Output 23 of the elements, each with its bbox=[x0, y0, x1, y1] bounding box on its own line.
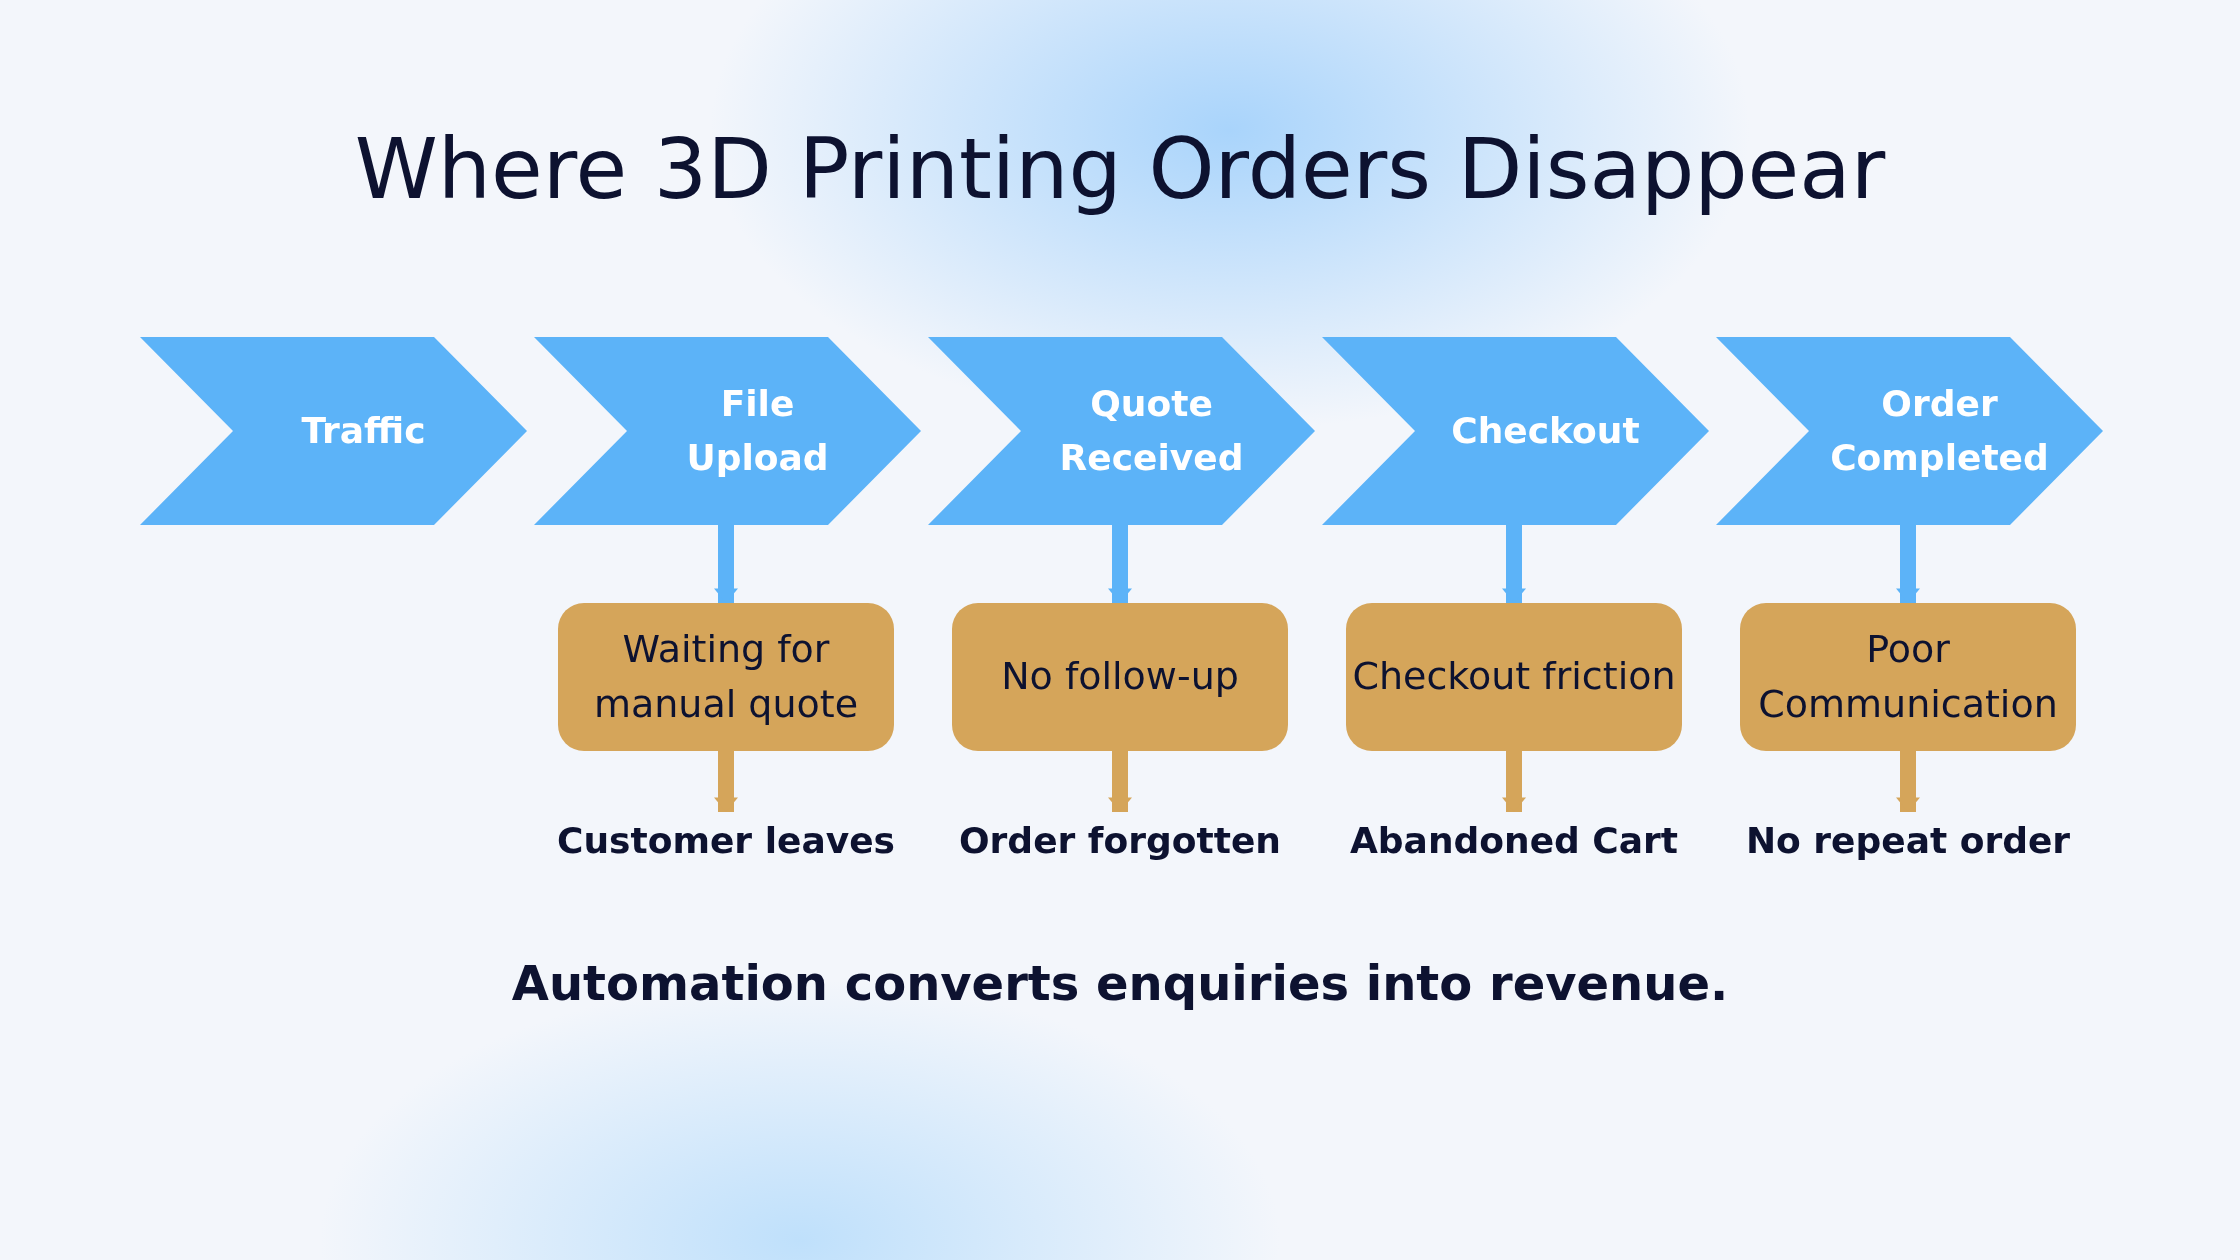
problem-box: Poor Communication bbox=[1740, 603, 2076, 751]
arrow bbox=[1502, 525, 1526, 603]
arrow bbox=[714, 751, 738, 812]
outcome-text: Abandoned Cart bbox=[1324, 812, 1704, 868]
chevron-step: Order Completed bbox=[1716, 337, 2103, 525]
problem-box: Waiting for manual quote bbox=[558, 603, 894, 751]
arrow bbox=[1896, 525, 1920, 603]
problem-box: Checkout friction bbox=[1346, 603, 1682, 751]
outcome-text: No repeat order bbox=[1718, 812, 2098, 868]
outcome-text: Customer leaves bbox=[536, 812, 916, 868]
problem-box: No follow-up bbox=[952, 603, 1288, 751]
chevron-step: Traffic bbox=[140, 337, 527, 525]
chevron-step: Quote Received bbox=[928, 337, 1315, 525]
chevron-step: File Upload bbox=[534, 337, 921, 525]
outcome-text: Order forgotten bbox=[930, 812, 1310, 868]
arrow bbox=[714, 525, 738, 603]
arrow bbox=[1896, 751, 1920, 812]
caption: Automation converts enquiries into revenue. bbox=[510, 955, 1730, 1011]
title: Where 3D Printing Orders Disappear bbox=[353, 120, 1887, 218]
arrow bbox=[1108, 525, 1132, 603]
arrow bbox=[1108, 751, 1132, 812]
chevron-step: Checkout bbox=[1322, 337, 1709, 525]
arrow bbox=[1502, 751, 1526, 812]
